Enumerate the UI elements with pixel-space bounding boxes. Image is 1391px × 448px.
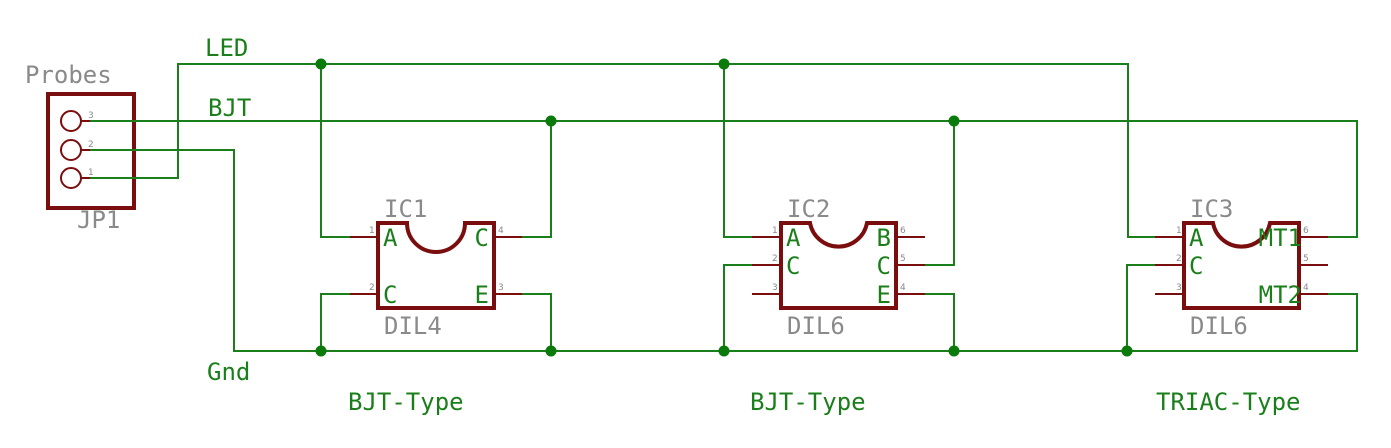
connector-jp1[interactable]: Probes 3 2 1 JP1 — [25, 61, 136, 234]
wire-gnd-ic2-c[interactable] — [723, 264, 760, 351]
part-ic1[interactable]: IC1 1 2 4 3 A C C E DIL4 — [350, 195, 522, 340]
part-package: DIL6 — [787, 312, 845, 340]
wire-gnd-ic1-e[interactable] — [520, 293, 552, 351]
pin-label: B — [877, 224, 891, 252]
pin-label: A — [383, 224, 398, 252]
connector-pin-num-2: 2 — [88, 140, 94, 150]
connector-pad-2[interactable] — [60, 139, 82, 161]
connector-name: JP1 — [77, 206, 120, 234]
part-ic2[interactable]: IC2 1 2 3 6 5 4 A C B C E DIL6 — [752, 195, 925, 340]
junction-dot — [948, 345, 960, 357]
pin-number: 4 — [498, 226, 504, 236]
junction-dot — [948, 115, 960, 127]
wire-bjt-main[interactable] — [90, 120, 1358, 238]
junction-dot — [545, 115, 557, 127]
junction-dot — [315, 345, 327, 357]
connector-pad-3[interactable] — [60, 110, 82, 132]
wire-bjt-ic1[interactable] — [520, 121, 552, 238]
connector-title: Probes — [25, 61, 112, 89]
junction-dot — [315, 58, 327, 70]
pin-number: 1 — [1176, 226, 1182, 236]
part-name: IC3 — [1190, 195, 1233, 223]
ic-body — [1182, 221, 1301, 310]
pin-label: MT1 — [1259, 224, 1302, 252]
type-label-ic2: BJT-Type — [750, 388, 866, 416]
pin-number: 5 — [1303, 254, 1309, 264]
connector-pin-num-1: 1 — [88, 168, 94, 178]
junction-dot — [718, 345, 730, 357]
net-label-bjt: BJT — [208, 94, 251, 122]
pin-number: 4 — [900, 283, 906, 293]
part-name: IC1 — [384, 195, 427, 223]
pin-number: 1 — [369, 226, 375, 236]
part-ic3[interactable]: IC3 1 2 3 6 5 4 A C MT1 MT2 DIL6 — [1155, 195, 1328, 340]
ic-body — [779, 221, 898, 310]
junction-dot — [1121, 345, 1133, 357]
wire-led-main[interactable] — [90, 63, 1160, 238]
pin-number: 2 — [369, 283, 375, 293]
pin-label: E — [475, 281, 489, 309]
net-label-led: LED — [205, 34, 248, 62]
net-label-gnd: Gnd — [207, 358, 250, 386]
junction-dot — [545, 345, 557, 357]
pin-number: 3 — [1176, 283, 1182, 293]
connector-pin-num-3: 3 — [88, 111, 94, 121]
part-package: DIL6 — [1190, 312, 1248, 340]
ic-body — [376, 221, 496, 310]
pin-label: A — [786, 224, 801, 252]
pin-number: 3 — [498, 283, 504, 293]
pin-number: 3 — [772, 283, 778, 293]
pin-number: 6 — [900, 226, 906, 236]
type-label-ic3: TRIAC-Type — [1156, 388, 1301, 416]
wire-gnd-ic2-e[interactable] — [924, 293, 955, 351]
wire-gnd-ic3-c[interactable] — [1126, 264, 1160, 351]
pin-label: C — [877, 252, 891, 280]
connector-pad-1[interactable] — [60, 167, 82, 189]
pin-label: C — [475, 224, 489, 252]
pin-label: C — [786, 252, 800, 280]
pin-number: 5 — [900, 254, 906, 264]
pin-label: C — [383, 281, 397, 309]
wire-gnd-ic1-c[interactable] — [320, 293, 360, 351]
wire-gnd-main[interactable] — [90, 149, 1358, 352]
pin-number: 4 — [1303, 283, 1309, 293]
pin-label: C — [1189, 252, 1203, 280]
part-package: DIL4 — [384, 312, 442, 340]
pin-label: MT2 — [1259, 281, 1302, 309]
pin-label: E — [877, 281, 891, 309]
wire-led-ic1[interactable] — [320, 64, 360, 238]
pin-label: A — [1189, 224, 1204, 252]
wire-bjt-ic2[interactable] — [924, 121, 955, 266]
pin-number: 2 — [772, 254, 778, 264]
part-name: IC2 — [787, 195, 830, 223]
type-label-ic1: BJT-Type — [348, 388, 464, 416]
pin-number: 2 — [1176, 254, 1182, 264]
wire-led-ic2[interactable] — [723, 64, 760, 238]
pin-number: 6 — [1303, 226, 1309, 236]
pin-number: 1 — [772, 226, 778, 236]
junction-dot — [718, 58, 730, 70]
